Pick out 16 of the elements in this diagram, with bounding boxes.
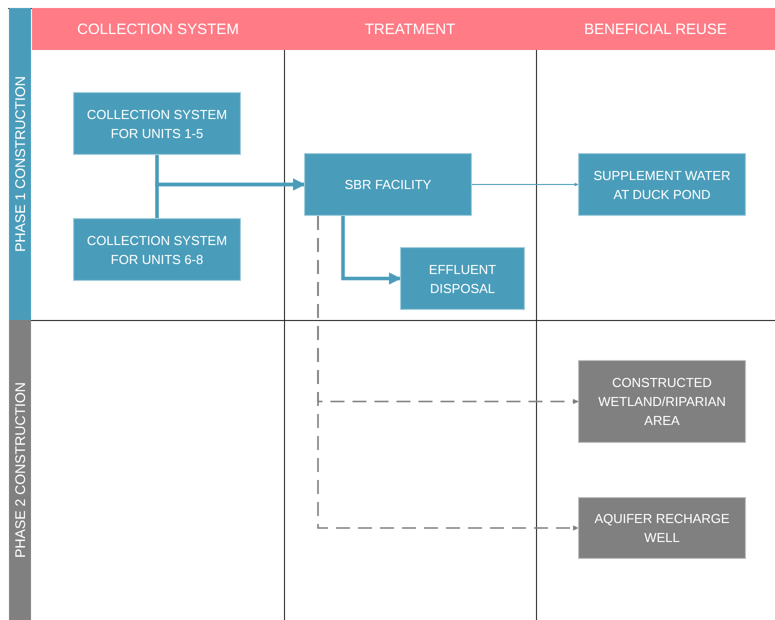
process-box: EFFLUENT DISPOSAL <box>400 247 525 310</box>
arrow <box>317 216 579 531</box>
column-header: COLLECTION SYSTEM <box>32 8 284 50</box>
process-box: AQUIFER RECHARGE WELL <box>578 497 746 559</box>
process-box: SBR FACILITY <box>304 153 472 216</box>
process-box: CONSTRUCTED WETLAND/RIPARIAN AREA <box>578 360 746 443</box>
process-box: COLLECTION SYSTEM FOR UNITS 6-8 <box>73 218 241 281</box>
row-header: PHASE 1 CONSTRUCTION <box>9 8 31 320</box>
arrow <box>472 182 578 186</box>
arrow <box>155 178 306 218</box>
process-box: COLLECTION SYSTEM FOR UNITS 1-5 <box>73 92 241 155</box>
process-box: SUPPLEMENT WATER AT DUCK POND <box>578 153 746 216</box>
column-header: TREATMENT <box>284 8 536 50</box>
column-header: BENEFICIAL REUSE <box>536 8 775 50</box>
row-header: PHASE 2 CONSTRUCTION <box>9 320 31 620</box>
arrow <box>341 216 402 285</box>
